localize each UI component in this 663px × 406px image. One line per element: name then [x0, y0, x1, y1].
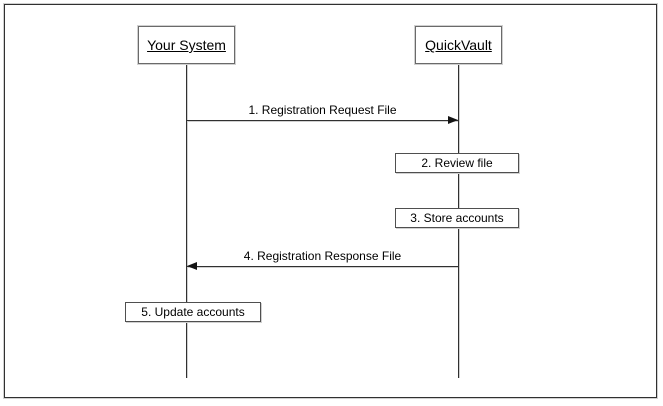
action-label: 2. Review file: [421, 156, 493, 170]
actor-label-quickvault: QuickVault: [425, 37, 492, 53]
message-line: [187, 262, 458, 270]
action-box-review-file: 2. Review file: [395, 153, 519, 173]
arrowhead-right-icon: [448, 116, 458, 124]
action-label: 5. Update accounts: [141, 305, 245, 319]
action-label: 3. Store accounts: [410, 211, 504, 225]
actor-label-your-system: Your System: [147, 37, 226, 53]
action-box-update-accounts: 5. Update accounts: [125, 302, 261, 322]
lifeline-your-system: [186, 64, 187, 378]
diagram-border: [4, 4, 657, 398]
action-box-store-accounts: 3. Store accounts: [395, 208, 519, 228]
arrowhead-left-icon: [187, 262, 197, 270]
actor-box-your-system: Your System: [138, 26, 235, 64]
actor-box-quickvault: QuickVault: [415, 26, 502, 64]
message-label: 4. Registration Response File: [243, 249, 402, 263]
message-registration-request: 1. Registration Request File: [187, 103, 458, 124]
message-label: 1. Registration Request File: [248, 103, 397, 117]
message-registration-response: 4. Registration Response File: [187, 249, 458, 270]
message-line: [187, 116, 458, 124]
